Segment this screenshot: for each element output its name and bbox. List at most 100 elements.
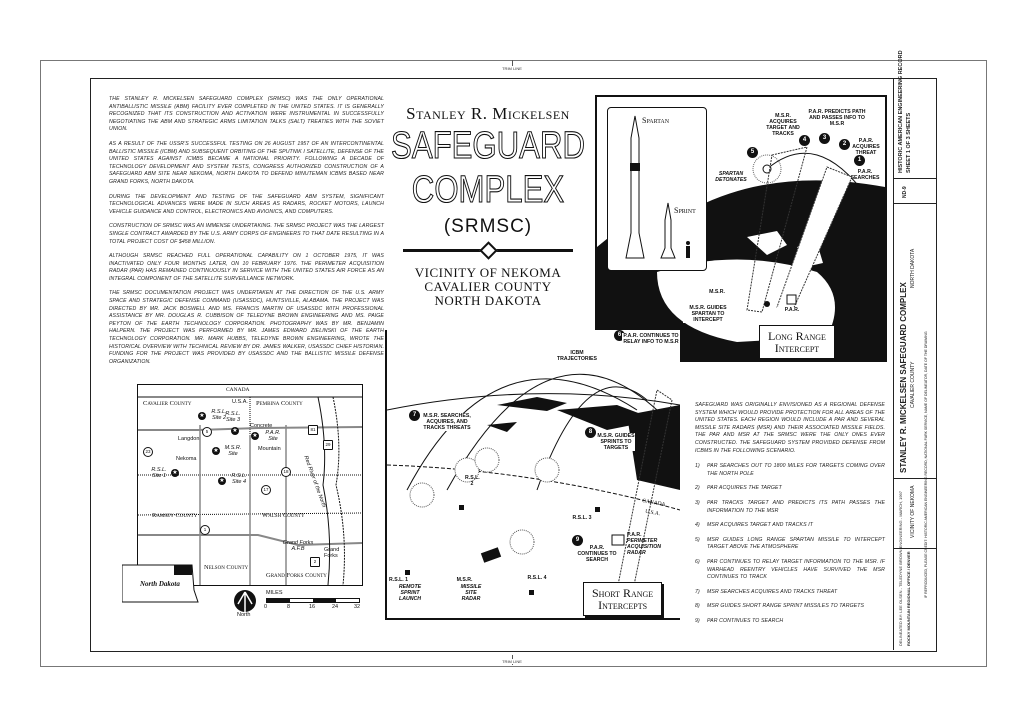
step-3-label: P.A.R. PREDICTS PATH AND PASSES INFO TO …	[808, 109, 866, 127]
step-4-badge: 4	[799, 135, 810, 146]
place-nekoma: Nekoma	[176, 456, 197, 462]
par-desc: PERIMETER ACQUISITION RADAR	[627, 538, 662, 556]
route-shield-icon: 1	[200, 525, 210, 535]
survey-number: ND-9	[902, 186, 908, 198]
short-range-illustration	[387, 373, 680, 596]
icbm-trajectories-label: ICBM TRAJECTORIES	[557, 350, 597, 362]
place-mountain: Mountain	[258, 446, 281, 452]
scale-tick: 32	[354, 604, 361, 610]
scale-bar-graphic	[266, 598, 360, 603]
short-range-intercepts-diagram: 6 P.A.R. CONTINUES TO RELAY INFO TO M.S.…	[385, 330, 680, 620]
rsl1-label: R.S.L. 1	[389, 577, 409, 583]
north-dakota-inset: North Dakota	[122, 560, 202, 605]
step-9-badge: 9	[572, 535, 583, 546]
location-line: CAVALIER COUNTY	[424, 279, 552, 294]
county-name: CAVALIER COUNTY	[910, 361, 916, 409]
step-7-badge: 7	[409, 410, 420, 421]
route-shield-icon: 17	[261, 485, 271, 495]
credit-line: IF REPRODUCED, PLEASE CREDIT: HISTORIC A…	[924, 331, 928, 598]
msr-label: M.S.R.	[456, 577, 473, 583]
site-label: P.A.R. Site	[265, 430, 281, 442]
north-label: North	[237, 612, 251, 618]
par-label: P.A.R.	[627, 532, 642, 538]
county-label: Cavalier County	[143, 400, 192, 407]
history-text: The Stanley R. Mickelsen Safeguard Compl…	[109, 96, 384, 373]
step-7-label: M.S.R. SEARCHES, ACQUIRES, AND TRACKS TH…	[422, 413, 472, 431]
step-9-label: P.A.R. CONTINUES TO SEARCH	[577, 545, 617, 563]
step-1-label: P.A.R. SEARCHES	[850, 169, 880, 181]
msr-label: M.S.R.	[702, 289, 732, 295]
step-4-label: M.S.R. ACQUIRES TARGET AND TRACKS	[766, 113, 800, 137]
spartan-label: Spartan	[642, 116, 670, 125]
scale-title: MILES	[266, 590, 283, 596]
route-shield-icon: 81	[308, 425, 318, 435]
msr-guides-label: M.S.R. GUIDES SPARTAN TO INTERCEPT	[683, 305, 733, 323]
map-canada: CANADA	[226, 387, 250, 393]
scenario-step: 2)PAR acquires the target	[695, 485, 782, 492]
sheet-number: SHEET 1 OF 3 SHEETS	[906, 112, 912, 173]
site-label: R.S.L. Site 2	[211, 409, 227, 421]
sprint-label: Sprint	[674, 206, 696, 215]
place-grand-forks: Grand Forks	[324, 547, 340, 559]
scenario-step: 5)MSR guides long range Spartan missile …	[695, 536, 885, 551]
site-star-icon: ★	[212, 447, 220, 455]
title-acronym: (SRMSC)	[443, 216, 533, 237]
scenario-step: 3)PAR tracks target and predicts its pat…	[695, 499, 885, 514]
scenario-step: 9)PAR continues to search	[695, 617, 784, 624]
step-5-badge: 5	[747, 147, 758, 158]
step-6-label: P.A.R. CONTINUES TO RELAY INFO TO M.S.R	[622, 333, 680, 345]
county-label: Nelson County	[204, 564, 249, 571]
rsl4-label: R.S.L. 4	[527, 575, 547, 581]
caption-line: Long Range	[768, 329, 826, 343]
site-star-icon: ★	[251, 432, 259, 440]
location-line: NORTH DAKOTA	[434, 293, 542, 308]
history-paragraph: During the development and testing of th…	[109, 193, 384, 215]
step-3-badge: 3	[819, 133, 830, 144]
scale-tick: 0	[264, 604, 268, 610]
history-paragraph: Construction of SRMSC was an immense und…	[109, 223, 384, 245]
site-star-icon: ★	[171, 469, 179, 477]
scenario-step: 1)PAR searches out to 1800 miles for tar…	[695, 463, 885, 477]
history-paragraph: The SRMSC documentation project was unde…	[109, 290, 384, 365]
caption-line: Short Range	[592, 586, 654, 600]
drawing-title: Stanley R. Mickelsen SAFEGUARD COMPLEX (…	[391, 104, 586, 308]
step-2-badge: 2	[839, 139, 850, 150]
sheet-outer-border	[40, 60, 987, 667]
scale-tick: 8	[287, 604, 291, 610]
site-label: R.S.L. Site 3	[225, 411, 241, 423]
long-range-intercept-diagram: Spartan Sprint 1 P.A.R. SEARCHES 2 P.A.R…	[595, 95, 887, 362]
title-complex: COMPLEX	[411, 168, 565, 211]
step-5-label: SPARTAN DETONATES	[715, 171, 747, 183]
route-shield-icon: 23	[143, 447, 153, 457]
step-8-badge: 8	[585, 427, 596, 438]
map-usa: U.S.A.	[232, 399, 248, 405]
step-1-badge: 1	[854, 155, 865, 166]
county-label: Pembina County	[256, 400, 303, 407]
title-divider	[403, 241, 573, 260]
site-star-icon: ★	[218, 477, 226, 485]
step-2-label: P.A.R. ACQUIRES THREAT	[852, 138, 880, 156]
north-arrow-icon	[234, 590, 256, 612]
place-langdon: Langdon	[178, 436, 200, 442]
site-label: R.S.L. Site 1	[151, 467, 167, 479]
route-shield-icon: 29	[323, 440, 333, 450]
history-paragraph: Although SRMSC reached full operational …	[109, 253, 384, 282]
structure-name: STANLEY R. MICKELSEN SAFEGUARD COMPLEX	[899, 282, 908, 473]
trim-tick-top	[512, 60, 513, 70]
msr-desc: MISSILE SITE RADAR	[460, 584, 482, 602]
site-star-icon: ★	[198, 412, 206, 420]
location-line: VICINITY OF NEKOMA	[414, 265, 562, 280]
title-location: VICINITY OF NEKOMA CAVALIER COUNTY NORTH…	[393, 266, 583, 308]
rsl2-label: R.S.L. 2	[465, 475, 480, 487]
scale-bar: MILES 0 8 16 24 32	[262, 590, 362, 615]
trim-line-top: TRIM LINE	[499, 66, 525, 71]
title-safeguard: SAFEGUARD	[391, 124, 586, 167]
scenario-intro: Safeguard was originally envisioned as a…	[695, 402, 885, 454]
history-paragraph: The Stanley R. Mickelsen Safeguard Compl…	[109, 96, 384, 133]
inset-state-label: North Dakota	[140, 580, 180, 588]
scenario-step: 4)MSR acquires target and tracks it	[695, 522, 813, 529]
scale-tick: 24	[332, 604, 339, 610]
short-range-caption: Short Range Intercepts	[583, 582, 663, 616]
site-label: R.S.L. Site 4	[231, 473, 247, 485]
route-shield-icon: 18	[281, 467, 291, 477]
